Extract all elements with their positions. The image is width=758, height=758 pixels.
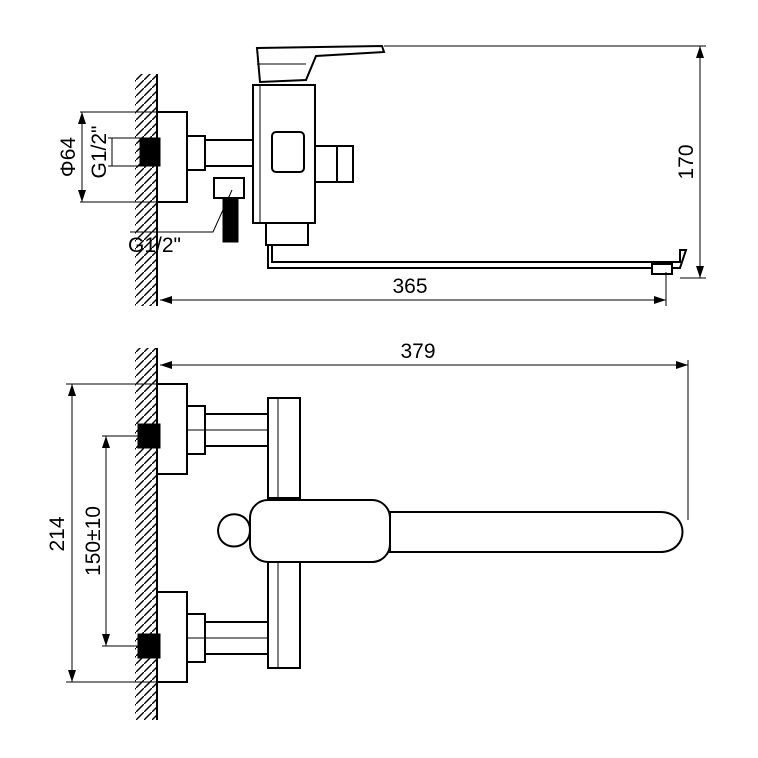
spout-front	[389, 511, 684, 553]
escutcheon-upper	[156, 383, 188, 475]
valve-body-front	[267, 397, 301, 499]
lower-nut-top	[265, 222, 309, 246]
dim-total-height-214: 214	[46, 516, 69, 551]
dim-diameter-64: Φ64	[57, 137, 80, 177]
diverter-knob-top	[314, 145, 338, 183]
dim-inlet-thread: G1/2"	[88, 126, 111, 179]
cartridge-top	[271, 131, 305, 173]
diverter-knob-front	[216, 513, 252, 548]
thread-lower	[137, 633, 161, 659]
handle-front	[249, 499, 391, 563]
dim-spout-length-379: 379	[400, 340, 435, 363]
wall-hatch-front	[135, 348, 157, 720]
hose-nut-top	[213, 177, 245, 199]
dim-height-170: 170	[675, 144, 698, 179]
front-view: 379 214 150±10	[46, 340, 689, 720]
handle-lever-top	[255, 44, 386, 84]
spout-top	[267, 244, 688, 269]
escutcheon-lower	[156, 591, 188, 683]
dim-center-distance-150: 150±10	[82, 506, 105, 576]
wall-thread-top	[139, 137, 161, 167]
dim-outlet-thread: G1/2"	[128, 234, 181, 257]
hex-nut-top	[186, 135, 206, 171]
connector-arm-top	[204, 139, 254, 167]
aerator-top	[651, 263, 673, 275]
wall-hatch-top	[135, 74, 157, 306]
dim-length-365: 365	[392, 275, 427, 298]
side-view: 365 170 Φ64 G1/2" G1/2"	[57, 44, 706, 306]
escutcheon-top	[156, 111, 188, 203]
thread-upper	[137, 423, 161, 449]
